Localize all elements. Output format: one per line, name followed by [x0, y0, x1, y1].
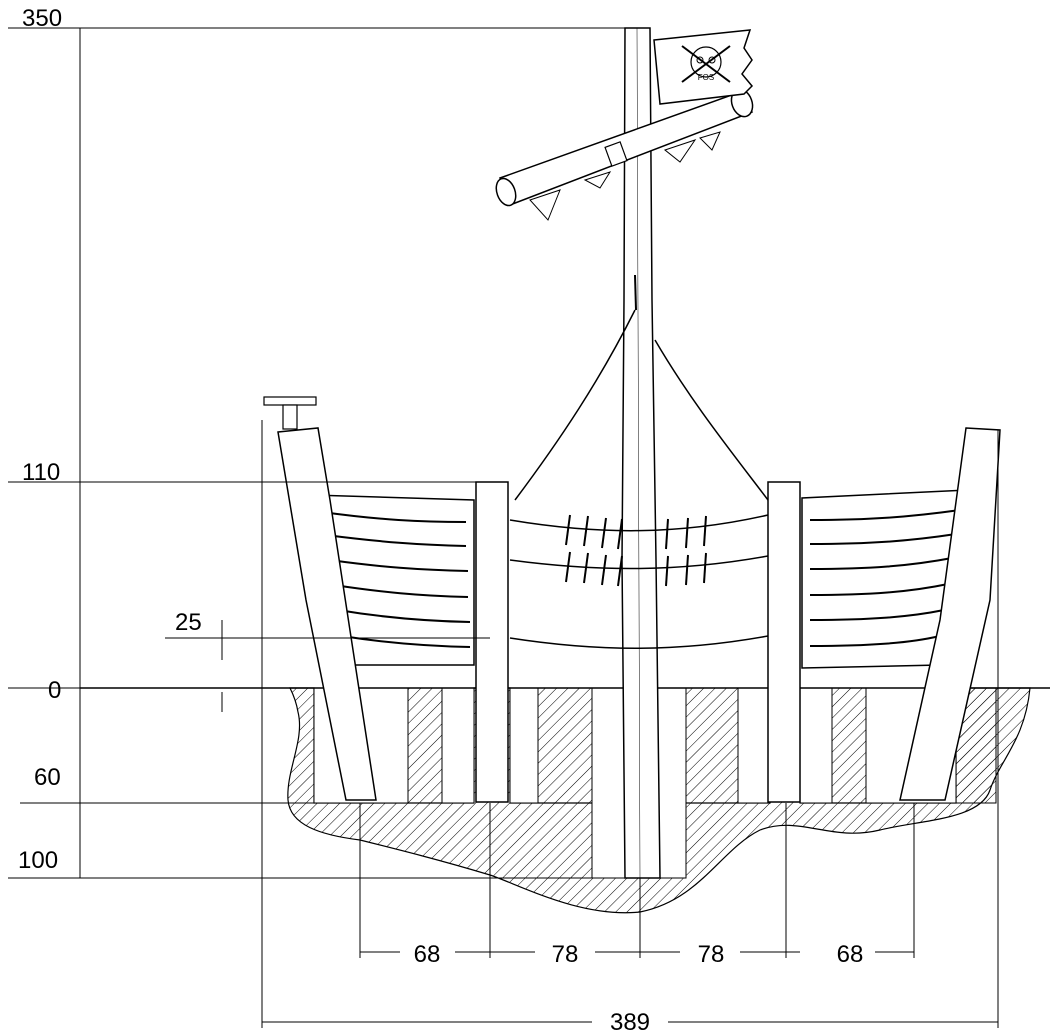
mast: [621, 27, 661, 879]
soil-outline: [287, 687, 1031, 914]
foundation-section: [287, 687, 1031, 914]
dim-seg3-label: 78: [698, 941, 725, 968]
right-post: [899, 427, 1001, 801]
flag-lettering: FOS: [698, 73, 714, 82]
left-inner-post: [475, 481, 509, 803]
right-hull: [801, 489, 969, 669]
center-railing: [509, 274, 769, 650]
right-inner-post: [767, 481, 801, 803]
elevation-step-label: 25: [175, 609, 202, 636]
pirate-flag: FOS: [653, 29, 754, 105]
elevation-ground-label: 0: [48, 677, 61, 704]
yard-arm: [495, 88, 754, 221]
post-hole-3: [509, 687, 539, 804]
left-post: [263, 396, 377, 801]
helm-icon: [263, 396, 317, 406]
dim-overall-label: 389: [610, 1009, 650, 1033]
elevation-deck-label: 110: [22, 459, 60, 486]
elevation-deep-label: 100: [18, 847, 58, 874]
dim-seg4-label: 68: [837, 941, 864, 968]
post-hole-5: [737, 687, 771, 804]
dim-seg1-label: 68: [414, 941, 441, 968]
horizontal-dimension: [261, 420, 999, 1028]
dim-seg2-label: 78: [552, 941, 579, 968]
elevation-top-label: 350: [22, 5, 62, 32]
post-hole-6: [799, 687, 833, 804]
post-hole-2: [441, 687, 475, 804]
vertical-dimension: [8, 27, 625, 879]
elevation-shallow-label: 60: [34, 764, 61, 791]
